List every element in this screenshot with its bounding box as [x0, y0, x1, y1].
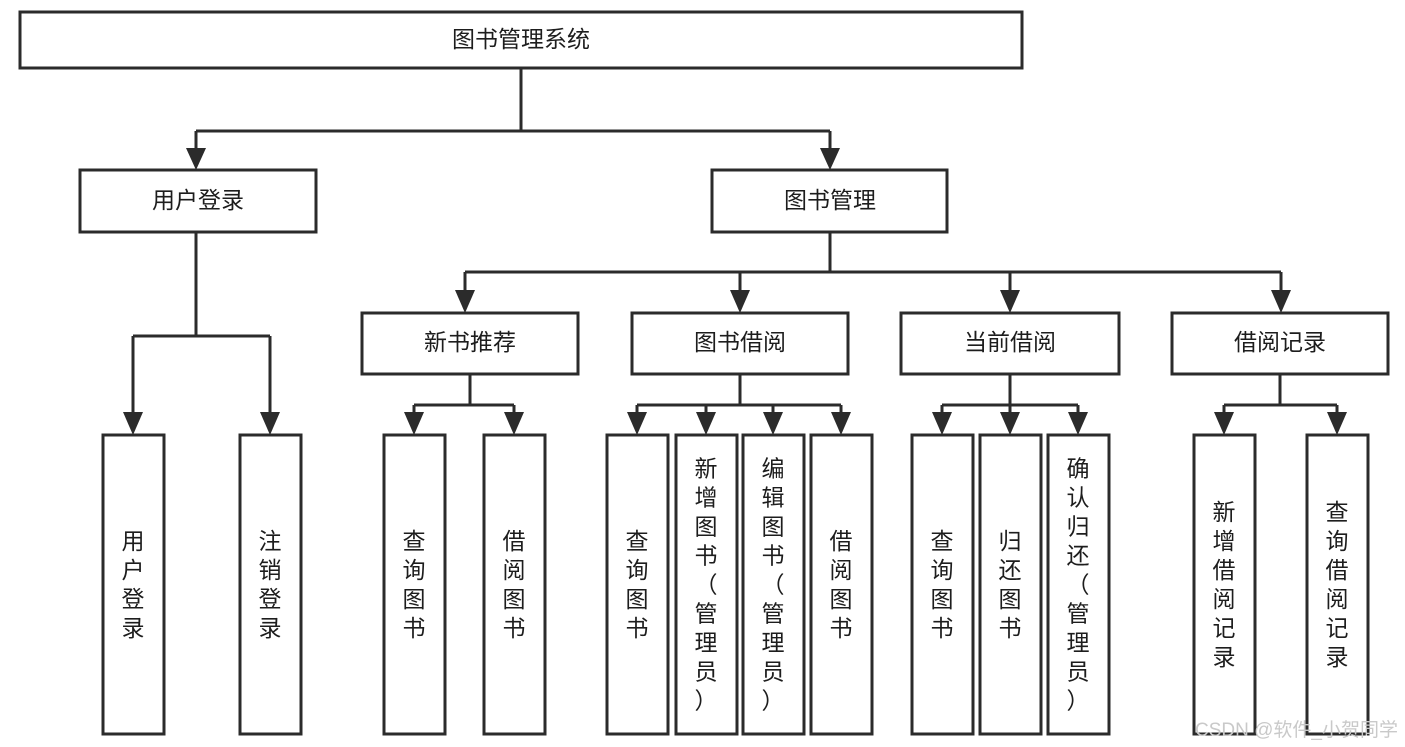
node-leaf-return-book[interactable]: 归还图书 [978, 433, 1043, 736]
node-new-book-recommend-label: 新书推荐 [424, 329, 516, 355]
node-leaf-confirm-return-label: 确认归还（管理员） [1067, 456, 1090, 714]
node-book-management-label: 图书管理 [784, 187, 876, 213]
connector-current-borrow-to-leaves [932, 374, 1088, 435]
node-current-borrow-label: 当前借阅 [964, 329, 1056, 355]
node-leaf-query-book-2-label: 查询图书 [626, 528, 649, 641]
node-borrow-record[interactable]: 借阅记录 [1170, 311, 1390, 376]
node-leaf-borrow-book-1-label: 借阅图书 [503, 528, 526, 641]
connector-borrow-record-to-leaves [1214, 374, 1347, 435]
node-root[interactable]: 图书管理系统 [18, 10, 1024, 70]
node-book-management[interactable]: 图书管理 [710, 168, 949, 234]
connector-root-to-bus [196, 68, 830, 133]
node-leaf-query-book-2[interactable]: 查询图书 [605, 433, 670, 736]
connector-book-management-to-bus [455, 232, 1291, 313]
node-user-login[interactable]: 用户登录 [78, 168, 318, 234]
node-leaf-query-record[interactable]: 查询借阅记录 [1305, 433, 1370, 736]
node-book-borrow-label: 图书借阅 [694, 329, 786, 355]
node-leaf-edit-book-label: 编辑图书（管理员） [762, 456, 785, 714]
node-user-login-label: 用户登录 [152, 187, 244, 213]
node-leaf-add-record[interactable]: 新增借阅记录 [1192, 433, 1257, 736]
node-leaf-user-login-label: 用户登录 [122, 528, 145, 641]
node-leaf-borrow-book-1[interactable]: 借阅图书 [482, 433, 547, 736]
watermark-label: CSDN @软件_小贺同学 [1195, 719, 1398, 741]
node-leaf-query-book-3[interactable]: 查询图书 [910, 433, 975, 736]
node-leaf-return-book-label: 归还图书 [999, 528, 1022, 641]
connector-book-borrow-to-leaves [627, 374, 851, 435]
node-leaf-add-book-label: 新增图书（管理员） [695, 456, 718, 714]
node-leaf-edit-book[interactable]: 编辑图书（管理员） [741, 433, 806, 736]
node-leaf-borrow-book-2-label: 借阅图书 [830, 528, 853, 641]
node-leaf-query-book-1-label: 查询图书 [403, 528, 426, 641]
node-book-borrow[interactable]: 图书借阅 [630, 311, 850, 376]
node-leaf-query-record-label: 查询借阅记录 [1326, 499, 1349, 670]
node-new-book-recommend[interactable]: 新书推荐 [360, 311, 580, 376]
connector-layer [123, 68, 1347, 435]
node-leaf-borrow-book-2[interactable]: 借阅图书 [809, 433, 874, 736]
node-leaf-user-login[interactable]: 用户登录 [101, 433, 166, 736]
node-leaf-user-logout-label: 注销登录 [259, 528, 282, 641]
connector-bus-to-user-login [186, 131, 206, 170]
node-root-label: 图书管理系统 [452, 26, 590, 52]
node-borrow-record-label: 借阅记录 [1234, 329, 1326, 355]
connector-bus-to-book-management [820, 131, 840, 170]
node-leaf-confirm-return[interactable]: 确认归还（管理员） [1046, 433, 1111, 736]
node-leaf-user-logout[interactable]: 注销登录 [238, 433, 303, 736]
node-leaf-add-record-label: 新增借阅记录 [1213, 499, 1236, 670]
node-current-borrow[interactable]: 当前借阅 [899, 311, 1121, 376]
connector-user-login-to-bus [123, 232, 280, 435]
connector-new-book-recommend-to-leaves [404, 374, 524, 435]
node-leaf-add-book[interactable]: 新增图书（管理员） [674, 433, 739, 736]
node-leaf-query-book-1[interactable]: 查询图书 [382, 433, 447, 736]
node-leaf-query-book-3-label: 查询图书 [931, 528, 954, 641]
